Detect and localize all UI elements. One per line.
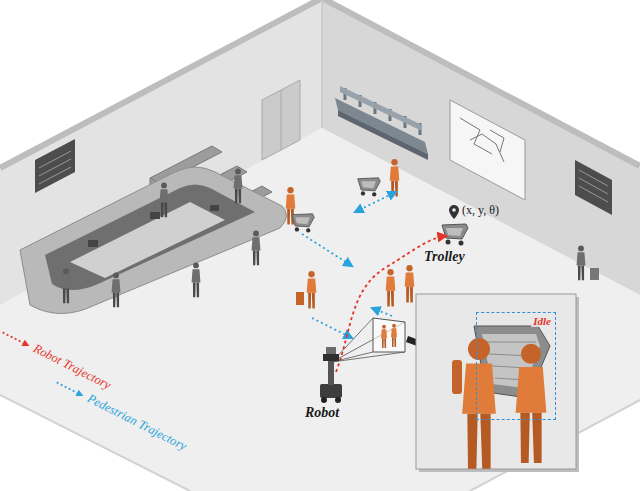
legend-entry: Pedestrian Trajectory: [53, 375, 189, 454]
bounding-box: Idle: [476, 312, 556, 420]
object-label: Trolley: [424, 249, 465, 265]
robot-label: Robot: [305, 405, 339, 421]
legend-entry: Robot Trajectory: [0, 325, 113, 393]
legend-line-sample: [0, 327, 33, 350]
legend-text: Robot Trajectory: [31, 341, 114, 393]
pose-label: (x, y, θ): [462, 203, 499, 218]
legend-text: Pedestrian Trajectory: [85, 391, 189, 454]
state-label: Idle: [531, 315, 553, 327]
